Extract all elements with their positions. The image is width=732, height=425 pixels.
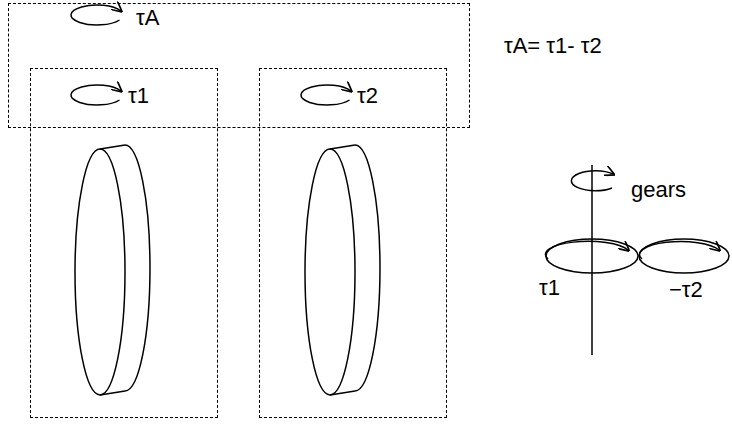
rotation-arrow: [71, 5, 121, 25]
gear-axle: [591, 165, 593, 355]
dashed-boundary: τA: [8, 3, 470, 128]
gear: [639, 239, 729, 273]
dashed-boundary: τ1: [30, 68, 218, 418]
flywheel-disk: [75, 145, 150, 395]
torque-label: τ2: [357, 84, 378, 108]
torque-label: τ1: [128, 84, 149, 108]
gear: [545, 239, 638, 273]
flywheel-disk: [305, 145, 380, 395]
rotation-arrow: [571, 171, 613, 191]
dashed-boundary: τ2: [259, 68, 447, 418]
text-label: gears: [630, 178, 687, 202]
text-label: −τ2: [668, 278, 704, 302]
rotation-arrow: [301, 85, 351, 105]
torque-label: τA: [136, 6, 159, 30]
text-label: τA= τ1- τ2: [503, 34, 603, 58]
rotation-arrow: [71, 85, 121, 105]
text-label: τ1: [538, 276, 561, 300]
